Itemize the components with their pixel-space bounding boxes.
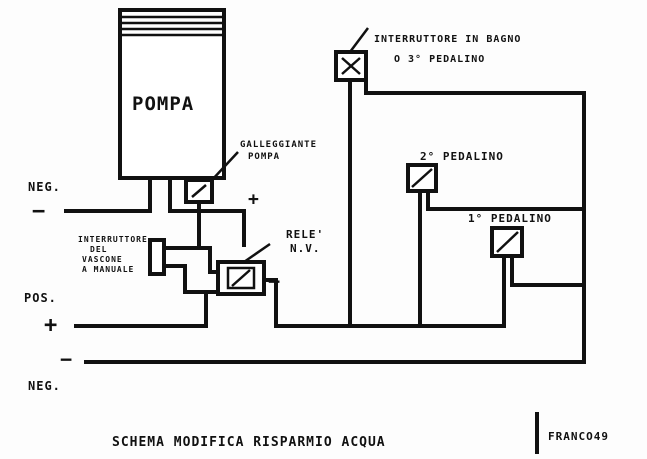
- wire-neg-bottom: [84, 78, 586, 364]
- pedal-1-label: 1° PEDALINO: [468, 212, 552, 225]
- relay-plus-sign: +: [248, 189, 260, 210]
- bath-switch-pointer: [349, 27, 369, 53]
- neg-top-sign: −: [32, 199, 46, 224]
- bath-switch-label-2: O 3° PEDALINO: [394, 54, 485, 65]
- wire-neg-top: [64, 176, 152, 213]
- wire-pedal-1-bus: [510, 254, 586, 287]
- pedal-2-contact: [411, 168, 433, 188]
- neg-top-label: NEG.: [28, 180, 61, 194]
- pump-float-label-1: GALLEGGIANTE: [240, 140, 317, 150]
- pos-sign: +: [44, 313, 58, 338]
- pos-label: POS.: [24, 291, 57, 305]
- float-switch-contact: [191, 184, 207, 198]
- pump-float-label-2: POMPA: [248, 152, 280, 162]
- tank-switch-label-3: VASCONE: [82, 255, 123, 264]
- relay-label-2: N.V.: [290, 242, 321, 255]
- pump-body: [118, 8, 226, 180]
- relay-label-1: RELE': [286, 228, 324, 241]
- tank-switch-label-1: INTERRUTTORE: [78, 235, 148, 244]
- wire-pedal-2-bus: [426, 189, 586, 211]
- tank-manual-switch: [148, 238, 166, 276]
- wire-tank-switch-bottom: [162, 264, 224, 294]
- wire-pos: [74, 290, 208, 328]
- float-label-pointer: [211, 151, 239, 181]
- tank-switch-label-4: A MANUALE: [82, 265, 134, 274]
- bath-switch-cross: [341, 57, 361, 75]
- caption-title: SCHEMA MODIFICA RISPARMIO ACQUA: [112, 435, 386, 450]
- pedal-2-label: 2° PEDALINO: [420, 150, 504, 163]
- neg-bottom-sign: −: [60, 347, 73, 371]
- pedal-1-contact: [496, 231, 519, 253]
- bath-switch-label-1: INTERRUTTORE IN BAGNO: [374, 34, 521, 45]
- relay-label-pointer: [243, 242, 271, 264]
- wire-relay-neg-bus: [262, 278, 506, 328]
- pump-tank: POMPA: [118, 8, 226, 180]
- pump-label: POMPA: [132, 93, 194, 115]
- wire-float-to-relay-plus: [168, 176, 246, 247]
- tank-switch-label-2: DEL: [90, 245, 107, 254]
- neg-bottom-label: NEG.: [28, 379, 61, 393]
- relay-coil: [226, 266, 256, 290]
- relay-contact: [231, 269, 251, 287]
- caption-author: FRANCO49: [548, 430, 609, 443]
- wire-float-to-relay: [197, 200, 224, 274]
